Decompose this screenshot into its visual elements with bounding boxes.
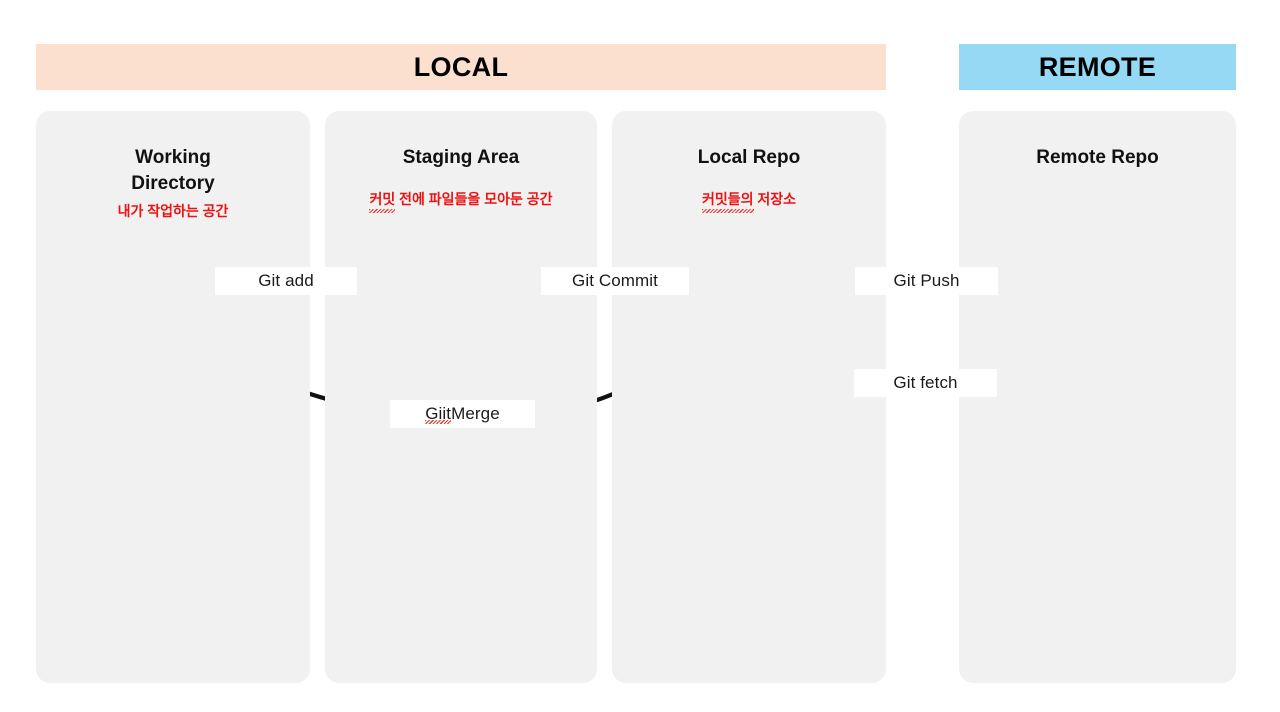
spellcheck-underline-text: 커밋 [369,191,396,213]
section-header-remote-label: REMOTE [1038,51,1157,82]
panel-title-line1: Working [135,147,211,168]
panel-staging-area-subtitle: 커밋 전에 파일들을 모아둔 공간 [325,189,597,213]
arrow-label-rest: Merge [451,404,500,423]
panel-working-directory: Working Directory 내가 작업하는 공간 [36,111,310,683]
section-header-local: LOCAL [36,44,886,90]
arrow-label-git-add: Git add [215,267,357,295]
panel-remote-repo: Remote Repo [959,111,1236,683]
panel-title-line2: Directory [131,173,215,195]
panel-staging-area-title: Staging Area [402,147,520,168]
arrow-label-git-fetch: Git fetch [854,369,997,397]
arrow-label-git-push: Git Push [855,267,998,295]
arrow-label-git-merge: Giit Merge [390,400,535,428]
panel-staging-area: Staging Area 커밋 전에 파일들을 모아둔 공간 [325,111,597,683]
panel-local-repo-subtitle: 커밋들의 저장소 [612,189,886,213]
arrow-label-git-commit: Git Commit [541,267,689,295]
panel-subtitle-rest: 전에 파일들을 모아둔 공간 [395,191,553,207]
panel-working-directory-title: Working Directory [36,145,310,197]
section-header-local-label: LOCAL [413,51,509,82]
panel-local-repo-title: Local Repo [697,147,801,168]
panel-remote-repo-title: Remote Repo [1036,147,1159,168]
section-header-remote: REMOTE [959,44,1236,90]
spellcheck-underline-text: Giit [425,404,452,424]
panel-working-directory-subtitle: 내가 작업하는 공간 [117,203,229,219]
panel-subtitle-rest: 저장소 [753,191,797,207]
panel-local-repo: Local Repo 커밋들의 저장소 [612,111,886,683]
spellcheck-underline-text: 커밋들의 [701,191,754,213]
